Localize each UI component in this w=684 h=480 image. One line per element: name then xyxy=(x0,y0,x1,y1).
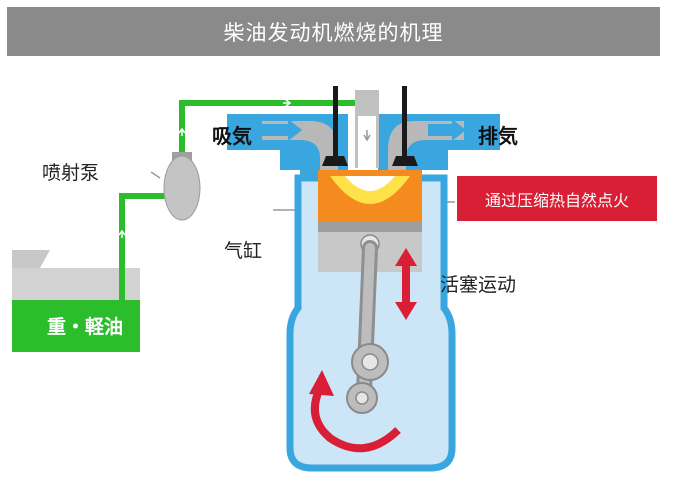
fuel-label: 重・軽油 xyxy=(46,315,123,338)
exhaust-valve xyxy=(392,86,418,166)
connecting-rod xyxy=(346,240,389,414)
injector xyxy=(355,90,379,172)
title-bar: 柴油发动机燃烧的机理 xyxy=(7,7,660,56)
combustion-chamber xyxy=(318,170,422,222)
fuel-tank xyxy=(12,250,140,352)
exhaust-label: 排気 xyxy=(478,124,518,148)
cylinder-label: 气缸 xyxy=(224,240,263,262)
diagram-title: 柴油发动机燃烧的机理 xyxy=(223,20,444,45)
intake-label: 吸気 xyxy=(212,124,252,148)
ignition-callout: 通过压缩热自然点火 xyxy=(457,176,657,221)
piston-motion-label: 活塞运动 xyxy=(440,274,517,296)
piston-motion-arrow xyxy=(395,248,417,320)
fuel-level xyxy=(12,300,140,352)
intake-valve xyxy=(322,86,348,166)
injection-pump xyxy=(163,152,201,221)
rotation-arrow xyxy=(309,370,401,453)
pump-label: 喷射泵 xyxy=(42,162,100,184)
intake-port xyxy=(262,119,338,178)
